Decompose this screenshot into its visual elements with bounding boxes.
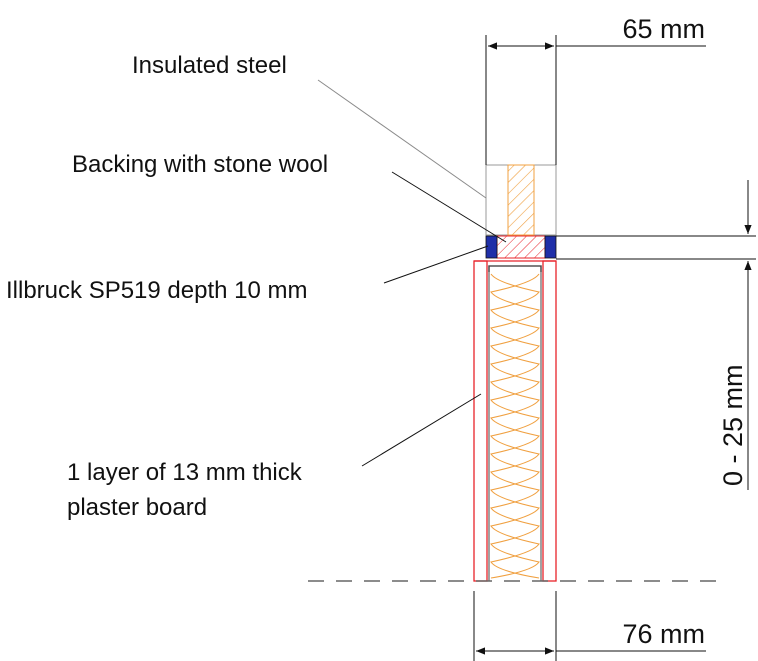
leader-plasterboard xyxy=(361,393,482,467)
label-plasterboard-line2: plaster board xyxy=(67,494,207,521)
label-insulated-steel: Insulated steel xyxy=(132,52,287,79)
sealant-left xyxy=(485,235,498,259)
leader-backing xyxy=(391,171,507,243)
dimension-top: 65 mm xyxy=(485,14,706,165)
dimension-gap-label: 0 - 25 mm xyxy=(718,364,748,486)
dimension-top-label: 65 mm xyxy=(622,14,705,44)
dimension-bottom-label: 76 mm xyxy=(622,619,705,649)
leader-illbruck xyxy=(383,245,489,284)
insulation-zigzag xyxy=(490,273,540,579)
dimension-bottom: 76 mm xyxy=(473,591,706,661)
label-backing: Backing with stone wool xyxy=(72,151,328,178)
dimension-gap: 0 - 25 mm xyxy=(556,180,756,490)
stone-wool-backing xyxy=(496,235,546,259)
plasterboard-wall xyxy=(473,260,557,582)
insulated-steel-profile xyxy=(485,164,557,236)
leader-insulated-steel xyxy=(317,79,487,199)
sealant-right xyxy=(544,235,557,259)
label-plasterboard-line1: 1 layer of 13 mm thick xyxy=(67,459,303,486)
label-illbruck: Illbruck SP519 depth 10 mm xyxy=(6,277,308,304)
